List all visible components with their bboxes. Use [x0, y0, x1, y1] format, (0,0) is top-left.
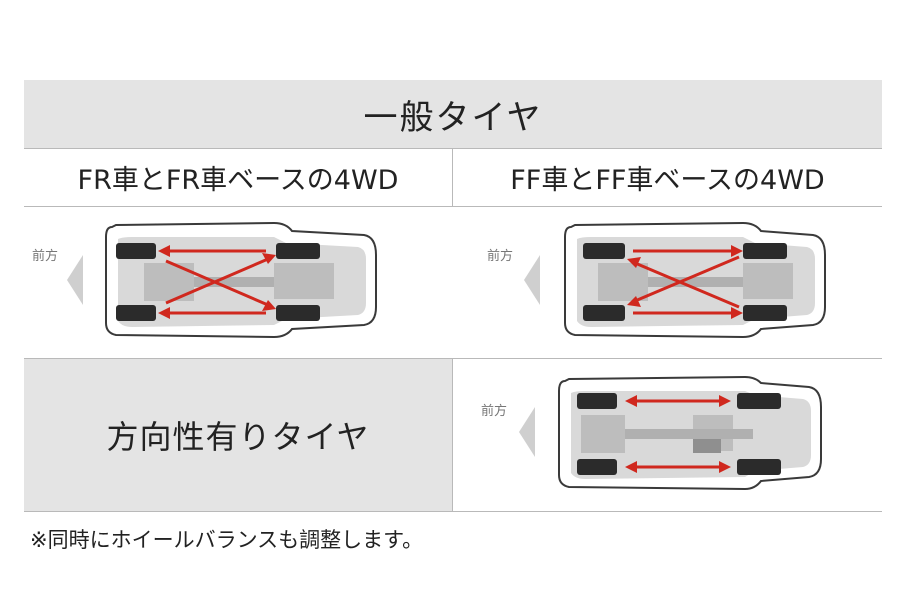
- column-label: FR車とFR車ベースの4WD: [77, 165, 399, 196]
- diagram-ff-rotation: 前方: [453, 207, 882, 358]
- tire-icon: [577, 393, 781, 475]
- footnote: ※同時にホイールバランスも調整します。: [30, 528, 424, 552]
- tire-rotation-table: 一般タイヤ FR車とFR車ベースの4WD FF車とFF車ベースの4WD 方向性有…: [24, 80, 882, 512]
- arrowheads: [625, 395, 731, 473]
- front-direction-arrow-icon: [67, 255, 83, 305]
- header-title: 一般タイヤ: [363, 97, 543, 138]
- arrowheads: [627, 245, 743, 319]
- rotation-arrows: [633, 399, 723, 469]
- column-header-ff: FF車とFF車ベースの4WD: [453, 149, 882, 206]
- diagram-fr-rotation: 前方: [24, 207, 452, 358]
- front-label: 前方: [32, 248, 58, 264]
- divider: [452, 149, 453, 206]
- front-label: 前方: [487, 248, 513, 264]
- front-label: 前方: [481, 403, 507, 419]
- table-header: 一般タイヤ: [24, 80, 882, 148]
- diagram-directional-rotation: 前方: [453, 359, 882, 511]
- rotation-arrows: [165, 249, 269, 315]
- rotation-arrows: [633, 249, 740, 315]
- divider: [24, 358, 882, 359]
- arrowheads: [158, 245, 276, 319]
- divider: [24, 206, 882, 207]
- column-label: FF車とFF車ベースの4WD: [510, 165, 825, 196]
- tire-icon: [116, 243, 320, 321]
- column-header-fr: FR車とFR車ベースの4WD: [24, 149, 452, 206]
- row-label-directional: 方向性有りタイヤ: [24, 359, 452, 511]
- front-direction-arrow-icon: [519, 407, 535, 457]
- divider: [24, 511, 882, 512]
- front-direction-arrow-icon: [524, 255, 540, 305]
- divider: [452, 358, 453, 511]
- divider: [24, 148, 882, 149]
- row-label: 方向性有りタイヤ: [106, 418, 370, 456]
- tire-icon: [583, 243, 787, 321]
